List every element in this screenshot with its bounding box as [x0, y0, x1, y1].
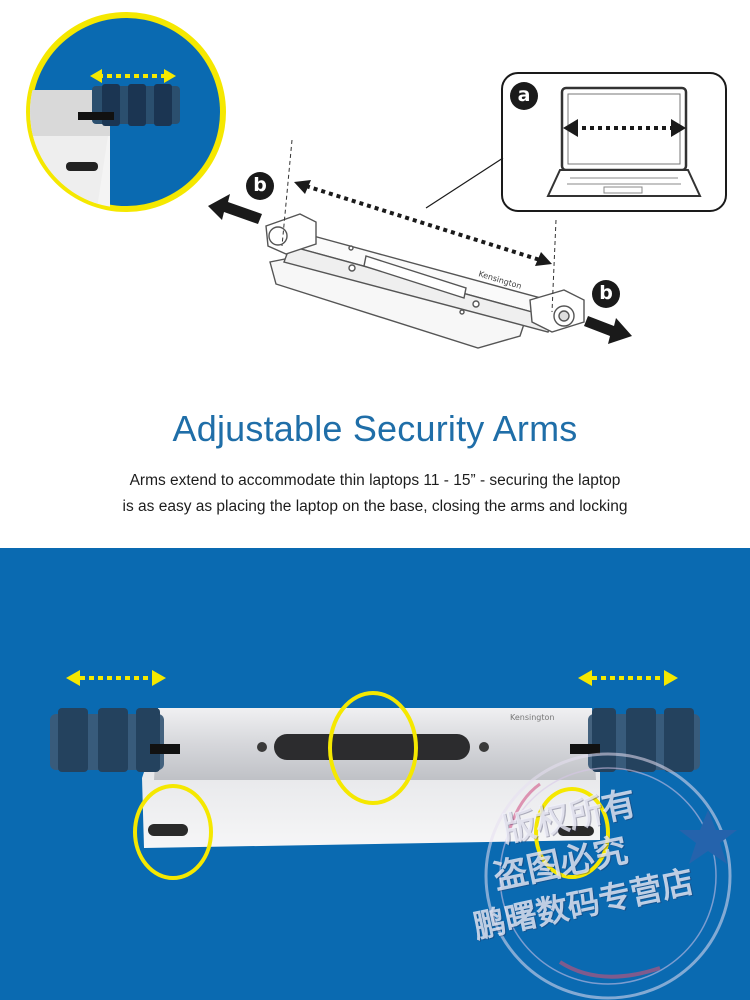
callout-marker-b-left: b: [246, 172, 274, 200]
callout-marker-a: a: [510, 82, 538, 110]
right-security-arm: [570, 708, 700, 772]
pull-left-arrow-icon: [208, 194, 262, 224]
callout-marker-b-right: b: [592, 280, 620, 308]
security-stand-illustration: Kensington: [26, 12, 727, 349]
description-line-1: Arms extend to accommodate thin laptops …: [129, 472, 621, 489]
laptop-icon: [546, 86, 702, 197]
photo-brand-mark: Kensington: [510, 713, 554, 722]
description-line-2: is as easy as placing the laptop on the …: [122, 498, 628, 515]
double-arrow-icon: [90, 69, 176, 83]
watermark-stamp: [484, 752, 737, 1000]
lock-icon: [558, 310, 570, 322]
left-security-arm: [50, 708, 180, 772]
security-stand-photo: Kensington: [50, 670, 737, 1000]
page-title: Adjustable Security Arms: [172, 408, 578, 449]
double-arrow-icon: [294, 180, 552, 266]
zoom-circle: [26, 12, 226, 212]
product-photo-section: Kensington 版权所有 盗图必究 鹏曙数码专营店: [0, 548, 750, 1000]
stand-drawing: [265, 213, 585, 349]
description: Arms extend to accommodate thin laptops …: [0, 468, 750, 520]
double-arrow-icon: [563, 119, 686, 137]
double-arrow-icon: [66, 670, 166, 686]
highlight-circles: [133, 691, 610, 880]
diagram-section: Kensington a b b Adjustable Security Arm…: [0, 12, 750, 520]
double-arrow-icon: [578, 670, 678, 686]
laptop-callout: [425, 72, 727, 212]
pull-right-arrow-icon: [584, 316, 632, 344]
